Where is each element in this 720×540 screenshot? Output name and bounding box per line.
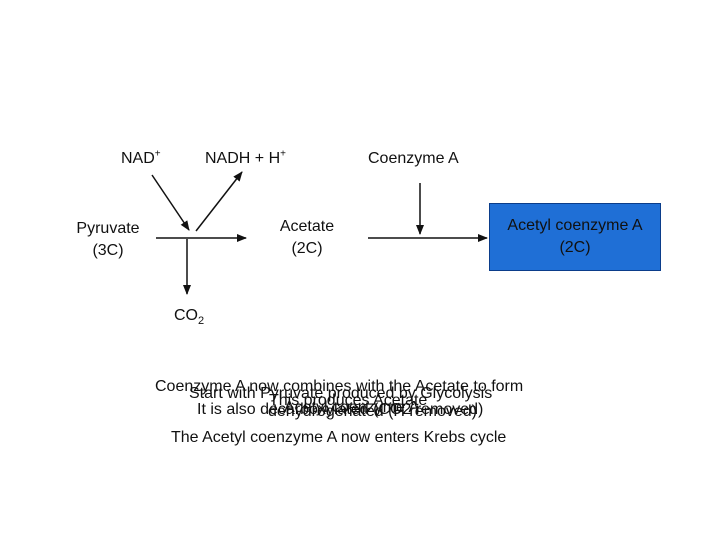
acetyl-coa-carbons: (2C)	[559, 239, 591, 256]
acetate-box: Acetate (2C)	[248, 212, 366, 264]
acetate-carbons: (2C)	[291, 240, 323, 257]
coenzyme-a-label: Coenzyme A	[368, 150, 459, 167]
caption-decarboxylated: It is also decarboxylated (CO2 removed)	[197, 401, 484, 418]
caption-krebs-cycle: The Acetyl coenzyme A now enters Krebs c…	[171, 429, 507, 446]
caption-acetyl-coa: Acetyl coenzyme A	[284, 399, 420, 416]
nadh-label: NADH + H+	[205, 148, 286, 167]
co2-label: CO2	[174, 307, 205, 328]
pyruvate-name: Pyruvate	[76, 220, 140, 237]
nad-input-arrow	[151, 174, 190, 231]
caption-produces-acetate: This produces Acetate	[269, 392, 428, 409]
pyruvate-box: Pyruvate (3C)	[62, 214, 154, 266]
caption-dehydrogenated: dehydrogenated (H removed)	[268, 403, 478, 420]
pyruvate-carbons: (3C)	[92, 242, 124, 259]
nadh-output-arrow	[195, 171, 243, 232]
acetate-name: Acetate	[279, 218, 335, 235]
acetyl-coa-name: Acetyl coenzyme A	[507, 217, 643, 234]
nad-plus-label: NAD+	[121, 148, 161, 167]
acetyl-coenzyme-a-box: Acetyl coenzyme A (2C)	[489, 203, 661, 271]
caption-combines: Coenzyme A now combines with the Acetate…	[155, 378, 524, 395]
caption-start-pyruvate: Start with Pyruvate produced by Glycolys…	[189, 385, 493, 402]
